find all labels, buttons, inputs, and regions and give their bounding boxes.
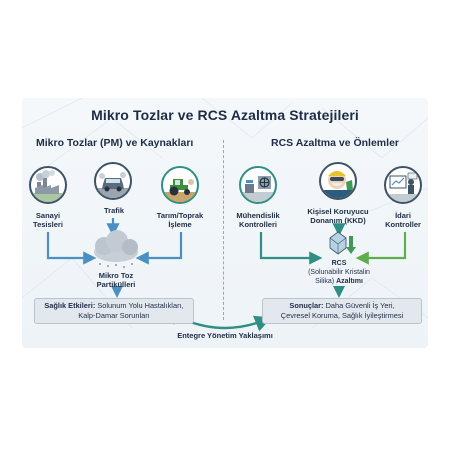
footer-caption: Entegre Yönetim Yaklaşımı <box>177 331 273 340</box>
left-panel-title: Mikro Tozlar (PM) ve Kaynakları <box>36 137 194 149</box>
right-panel-title: RCS Azaltma ve Önlemler <box>271 137 399 149</box>
crystal-icon <box>329 231 347 255</box>
page-title: Mikro Tozlar ve RCS Azaltma Stratejileri <box>91 107 359 123</box>
rcs-label: RCS (Solunabilir Kristalin Silika) Azalt… <box>308 260 370 285</box>
tractor-icon <box>161 166 199 204</box>
dust-cloud-icon <box>94 230 140 268</box>
source-label-traffic: Trafik <box>103 206 124 215</box>
engineering-icon <box>239 166 277 204</box>
panel-divider <box>223 140 224 320</box>
reduction-arrow-icon <box>346 236 356 254</box>
results-box: Sonuçlar: Daha Güvenli İş Yeri, Çevresel… <box>262 298 422 324</box>
traffic-icon <box>94 162 132 200</box>
factory-icon <box>29 166 67 204</box>
health-effects-box: Sağlık Etkileri: Solunum Yolu Hastalıkla… <box>34 298 194 324</box>
admin-icon <box>384 166 422 204</box>
ppe-icon <box>319 162 357 200</box>
